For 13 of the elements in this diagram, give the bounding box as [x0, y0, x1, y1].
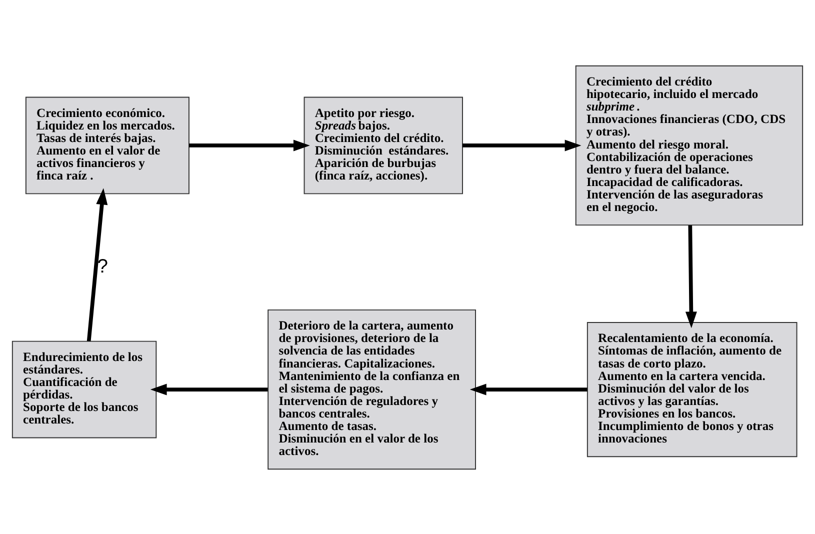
- node-box: Crecimiento del crédito hipotecario, incluido el mercado subprime. Innovaciones financieras (CDO, CDS y otras). Aumento del riesgo moral. Contabilización de operaciones dentro y fuera del balance. Incapacidad de calificadoras. Intervención de las aseguradoras en el negocio.: [575, 64, 804, 226]
- arrow: [150, 383, 268, 395]
- arrow: [685, 224, 697, 328]
- node-box: Apetito por riesgo. Spreads bajos. Crecimiento del crédito. Disminución estándares. Aparición de burbujas (finca raíz, acciones).: [304, 96, 463, 194]
- node-box: Endurecimiento de los estándares. Cuantificación de pérdidas. Soporte de los bancos centrales.: [12, 340, 157, 438]
- edge-label: ?: [97, 256, 108, 277]
- arrow: [470, 383, 588, 395]
- arrow: [462, 139, 582, 151]
- node-box: Recalentamiento de la economía. Síntomas de inflación, aumento de tasas de corto plazo. Aumento en la cartera vencida. Disminución del valor de los activos y las garantías. Provisiones en los bancos. Incumplimiento de bonos y otras innovaciones: [586, 322, 798, 457]
- arrow: [189, 139, 310, 151]
- arrow: [86, 188, 108, 341]
- node-box: Crecimiento económico. Liquidez en los mercados. Tasas de interés bajas. Aumento en el valor de activos financieros y finca raíz .: [25, 96, 190, 194]
- node-box: Deterioro de la cartera, aumento de provisiones, deterioro de la solvencia de las entidades financieras. Capitalizaciones. Mantenimiento de la confianza en el sistema de pagos. Intervención de reguladores y bancos centrales. Aumento de tasas. Disminución en el valor de los activos.: [268, 308, 476, 470]
